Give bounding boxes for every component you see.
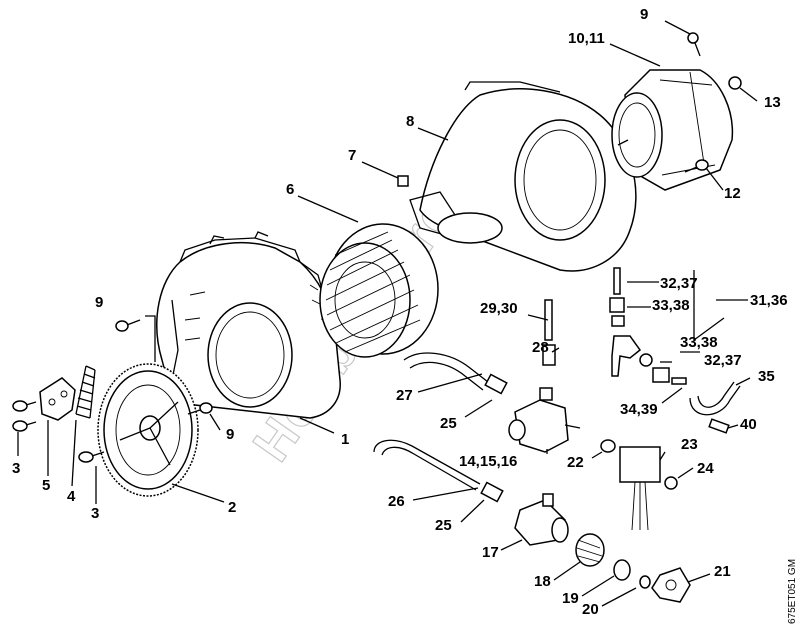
label-5: 5: [42, 477, 50, 494]
pump-body: [508, 387, 581, 453]
nut-24: [664, 476, 678, 490]
leader-lines: [17, 20, 758, 607]
label-3-bottom: 3: [91, 505, 99, 522]
label-9-top: 9: [640, 6, 648, 23]
motor: [611, 69, 734, 191]
label-31-36: 31,36: [750, 292, 788, 309]
label-10-11: 10,11: [568, 30, 605, 47]
spring: [75, 365, 96, 419]
label-1: 1: [341, 431, 349, 448]
label-8: 8: [406, 113, 414, 130]
o-ring-22: [600, 439, 616, 453]
screw-3-pair: [12, 400, 37, 432]
tube-29-30: [544, 299, 553, 341]
pawl-bracket: [39, 377, 76, 421]
fitting-25-lower: [480, 481, 504, 503]
washer-20: [639, 575, 651, 589]
label-12: 12: [724, 185, 741, 202]
o-ring-19: [613, 559, 631, 581]
knob-21: [651, 567, 691, 603]
label-33-38-upper: 33,38: [652, 297, 690, 314]
label-25-lower: 25: [435, 517, 452, 534]
fitting-25-upper: [484, 373, 508, 395]
label-2: 2: [228, 499, 236, 516]
label-27: 27: [396, 387, 413, 404]
drawing-code: 675ET051 GM: [787, 559, 798, 624]
label-9-right: 9: [226, 426, 234, 443]
nut-13: [728, 76, 742, 90]
fan-wheel: [319, 223, 439, 358]
screw-7: [397, 175, 409, 187]
label-29-30: 29,30: [480, 300, 518, 317]
front-fan-housing: [156, 231, 341, 419]
label-40: 40: [740, 416, 757, 433]
label-32-37-lower: 32,37: [704, 352, 742, 369]
coil-23: [619, 446, 661, 531]
label-3-left: 3: [12, 460, 20, 477]
hose-26: [373, 439, 481, 491]
label-6: 6: [286, 181, 294, 198]
label-28: 28: [532, 339, 549, 356]
label-20: 20: [582, 601, 599, 618]
svg-text:675ET051 GM: 675ET051 GM: [787, 559, 798, 624]
filter-18: [575, 533, 605, 567]
label-9-left: 9: [95, 294, 103, 311]
label-18: 18: [534, 573, 551, 590]
rear-fan-housing: [409, 81, 637, 272]
label-25-upper: 25: [440, 415, 457, 432]
screw-9-top: [687, 32, 701, 57]
label-32-37-upper: 32,37: [660, 275, 698, 292]
part-labels: 9 10,11 13 8 7 12 6 32,37 33,38 31,36 9 …: [12, 6, 788, 618]
label-13: 13: [764, 94, 781, 111]
label-23: 23: [681, 436, 698, 453]
fittings-right: [609, 267, 741, 434]
screw-12: [684, 159, 709, 173]
label-35: 35: [758, 368, 775, 385]
label-22: 22: [567, 454, 584, 471]
fitting-28: [542, 344, 556, 366]
label-7: 7: [348, 147, 356, 164]
label-33-38-lower: 33,38: [680, 334, 718, 351]
label-21: 21: [714, 563, 731, 580]
label-19: 19: [562, 590, 579, 607]
label-17: 17: [482, 544, 499, 561]
label-34-39: 34,39: [620, 401, 658, 418]
valve-body-17: [514, 493, 569, 546]
label-24: 24: [697, 460, 714, 477]
ring-gear-disc: [97, 363, 199, 497]
hose-27: [403, 352, 489, 391]
label-14-15-16: 14,15,16: [459, 453, 517, 470]
screw-9-right: [187, 402, 213, 415]
screw-9-left: [115, 319, 141, 332]
screw-3-single: [78, 451, 105, 463]
label-26: 26: [388, 493, 405, 510]
label-4: 4: [67, 488, 76, 505]
